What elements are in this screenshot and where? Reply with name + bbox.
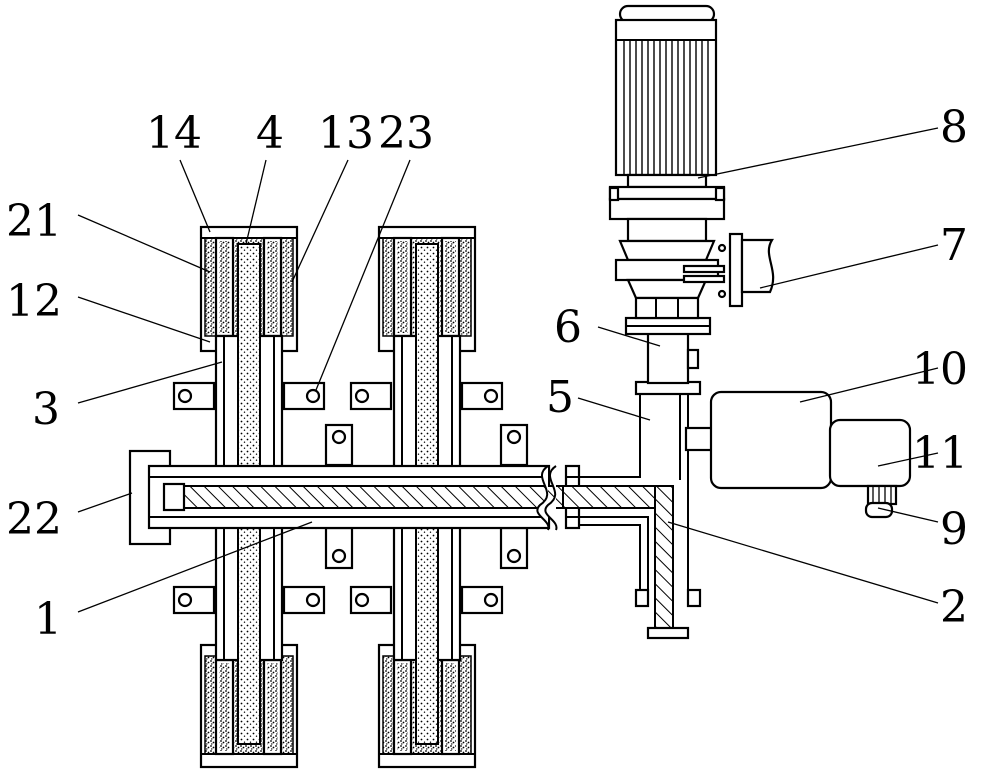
label-4: 4 xyxy=(256,108,284,159)
pump-10-11 xyxy=(684,390,912,519)
callout-labels: 14 4 13 23 21 12 3 22 1 8 7 6 5 10 11 9 … xyxy=(6,102,968,645)
label-11: 11 xyxy=(912,428,968,479)
label-1: 1 xyxy=(34,594,62,645)
leader-lines xyxy=(77,127,939,613)
main-shaft-1 xyxy=(128,449,674,546)
l-shaft-2 xyxy=(579,390,702,640)
label-2: 2 xyxy=(940,582,968,633)
left-roller-assembly xyxy=(172,225,326,769)
vertical-connector-5 xyxy=(624,316,712,396)
label-13: 13 xyxy=(318,108,374,159)
label-23: 23 xyxy=(378,108,434,159)
label-9: 9 xyxy=(940,504,968,555)
label-21: 21 xyxy=(6,196,62,247)
label-6: 6 xyxy=(554,302,582,353)
label-22: 22 xyxy=(6,494,62,545)
label-12: 12 xyxy=(6,276,62,327)
label-3: 3 xyxy=(32,384,60,435)
label-10: 10 xyxy=(912,344,968,395)
label-7: 7 xyxy=(940,220,968,271)
motor-8 xyxy=(608,4,726,320)
valve-7 xyxy=(682,232,775,308)
label-5: 5 xyxy=(546,372,574,423)
label-14: 14 xyxy=(146,108,202,159)
label-8: 8 xyxy=(940,102,968,153)
